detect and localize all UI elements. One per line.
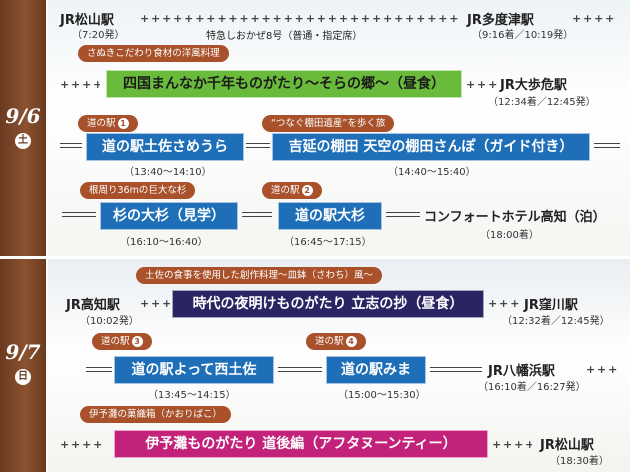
stop-tosa-sameura: 道の駅土佐さめうら (86, 133, 244, 161)
rail-row2-mid: + + + + (466, 80, 500, 90)
time-kochi: （10:02発） (80, 316, 139, 327)
station-tadotsu: JR多度津駅 (467, 13, 534, 28)
tag-oosugi: 根周り36mの巨大な杉 (80, 182, 196, 199)
time-tadotsu: （9:16着／10:19発） (472, 30, 574, 41)
stop-yotte-nishitosa: 道の駅よって西土佐 (114, 356, 274, 384)
tag-kaoribako: 伊予灘の菓織箱（かおりばこ） (80, 406, 232, 423)
rail-day2-row3-start: + + + + (60, 440, 102, 450)
day1-sidebar (0, 0, 46, 256)
train-shishi-no-sho: 時代の夜明けものがたり 立志の抄（昼食） (172, 290, 484, 318)
day2-dow: 日 (15, 369, 31, 385)
road-row4-mid (242, 212, 272, 217)
hotel-kochi: コンフォートホテル高知（泊） (424, 210, 606, 225)
day1-dow: 土 (15, 133, 31, 149)
time-matsuyama-start: （7:20発） (72, 30, 125, 41)
rail-row1: + + + + + + + + + + + + + + + + + + + + … (140, 14, 459, 24)
road-day2-row2-start (86, 367, 112, 372)
rail-day2-row1-start: + + + + (140, 299, 170, 309)
station-kochi: JR高知駅 (66, 298, 120, 313)
station-matsuyama-end: JR松山駅 (540, 438, 594, 453)
road-day2-row2-end (430, 367, 482, 372)
time-hotel: （18:00着） (480, 230, 539, 241)
stop-sugi-no-oosugi: 杉の大杉（見学） (100, 202, 238, 230)
time-tosa-sameura: （13:40～14:10） (124, 167, 212, 178)
stop-michinoeki-oosugi: 道の駅大杉 (278, 202, 382, 230)
tag-tanada: “つなぐ棚田遺産”を歩く旅 (262, 115, 395, 132)
road-row4-start (62, 212, 96, 217)
day2-sidebar (0, 259, 46, 472)
tag-lunch-day2: 土佐の食事を使用した創作料理～皿鉢（さわち）風～ (136, 267, 383, 284)
time-oosugi: （16:10～16:40） (120, 237, 208, 248)
rail-day2-row2-end: + + + + (586, 365, 618, 375)
road-row3-start (60, 143, 82, 148)
station-yawatahama: JR八幡浜駅 (488, 364, 555, 379)
road-row4-end (386, 212, 420, 217)
time-kubokawa: （12:32着／12:45発） (502, 316, 610, 327)
train-note: 特急しおかぜ8号（普通・指定席） (206, 31, 363, 42)
time-yotte-nishitosa: （13:45～14:15） (148, 390, 236, 401)
day2-date: 9/7 日 (0, 340, 46, 385)
time-mima: （15:00～15:30） (338, 390, 426, 401)
time-matsuyama-end: （18:30着） (550, 456, 609, 467)
rail-day2-row1-mid: + + + + (488, 299, 522, 309)
road-row3-end (594, 143, 620, 148)
day1-date: 9/6 土 (0, 104, 46, 149)
road-row3-mid (246, 143, 270, 148)
train-iyonada-dogo: 伊予灘ものがたり 道後編（アフタヌーンティー） (114, 430, 488, 458)
time-oboke: （12:34着／12:45発） (488, 97, 596, 108)
stop-yoshinobu-tanada: 吉延の棚田 天空の棚田さんぽ（ガイド付き） (272, 133, 590, 161)
time-michinoeki-oosugi: （16:45～17:15） (284, 237, 372, 248)
tag-lunch-day1: さぬきこだわり食材の洋風料理 (78, 45, 229, 62)
station-matsuyama-start: JR松山駅 (60, 13, 114, 28)
rail-day2-row3-mid: + + + + (492, 440, 532, 450)
train-soranosato: 四国まんなか千年ものがたり～そらの郷～（昼食） (106, 70, 462, 98)
station-kubokawa: JR窪川駅 (524, 298, 578, 313)
station-oboke: JR大歩危駅 (500, 78, 567, 93)
rail-row1-end: + + + + (572, 14, 614, 24)
stop-michinoeki-mima: 道の駅みま (326, 356, 426, 384)
time-tanada: （14:40～15:40） (388, 167, 476, 178)
time-yawatahama: （16:10着／16:27発） (478, 382, 586, 393)
rail-row2-start: + + + + (60, 80, 100, 90)
road-day2-row2-mid (278, 367, 322, 372)
